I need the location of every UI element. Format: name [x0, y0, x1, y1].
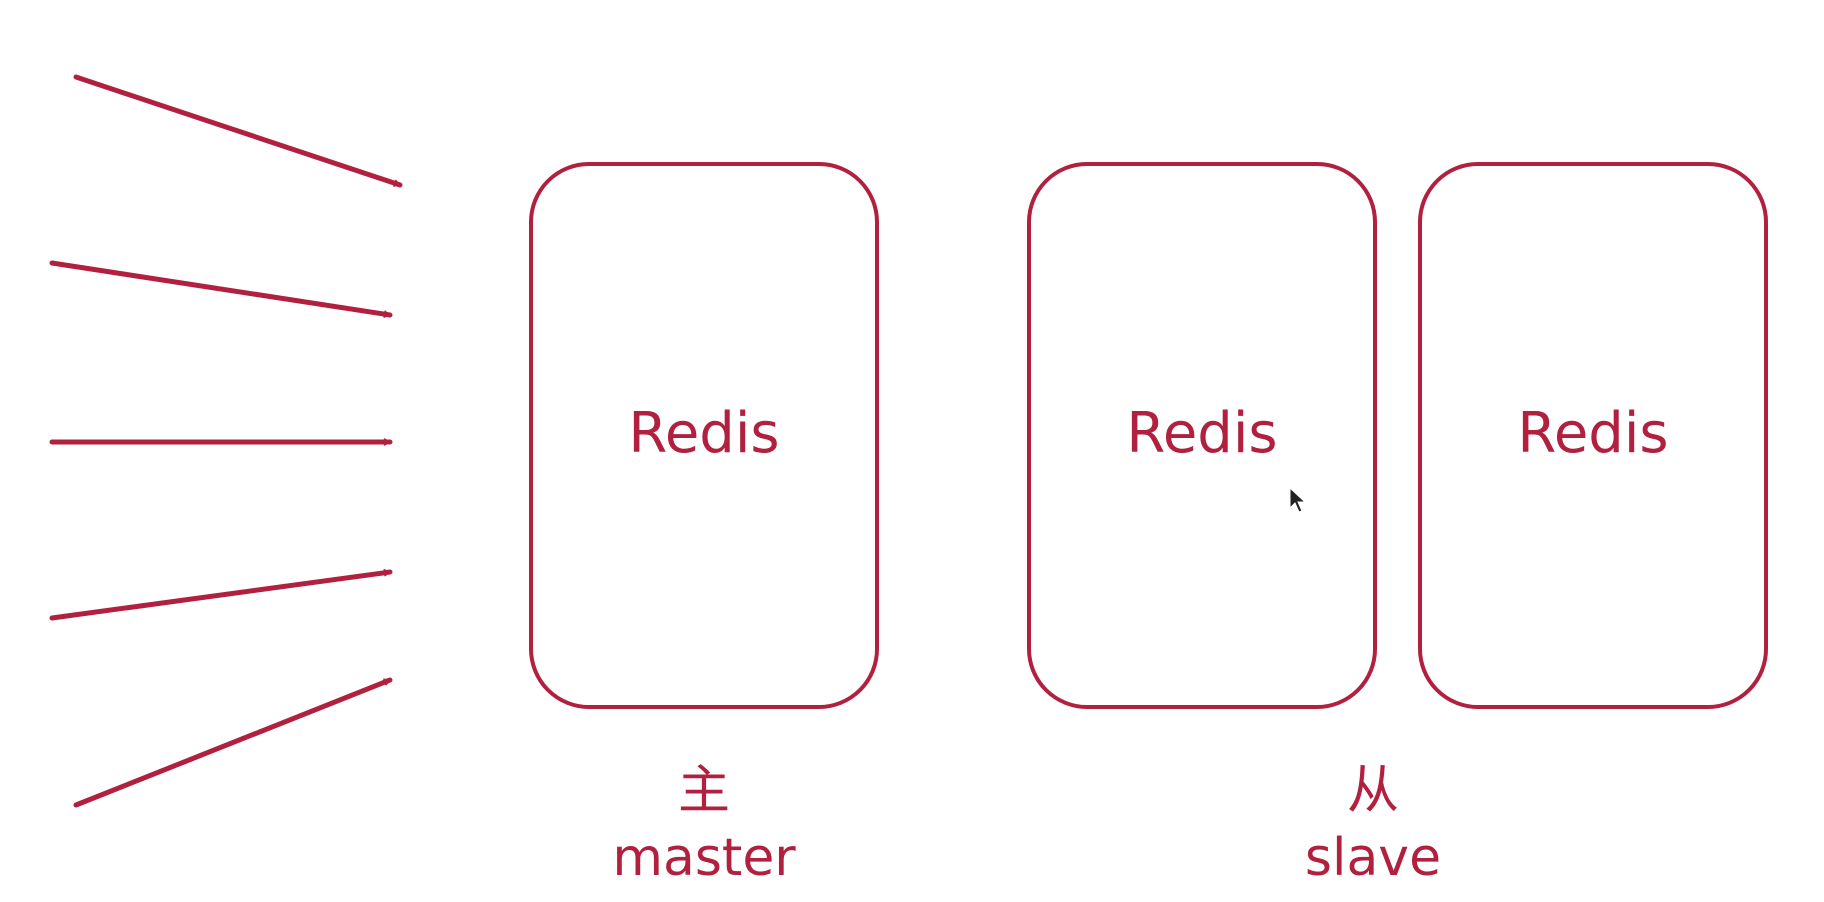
slave-node-2-label: Redis: [1517, 401, 1668, 466]
master-role-label: 主 master: [612, 761, 796, 888]
master-node-label: Redis: [628, 401, 779, 466]
slave-node-1-box: [1027, 162, 1377, 709]
arrow-1: [73, 74, 403, 188]
incoming-arrows: [49, 74, 403, 808]
slave-node-2-box: [1418, 162, 1768, 709]
master-node: Redis: [529, 162, 879, 709]
master-role-zh: 主: [678, 761, 730, 821]
slave-node-2: Redis: [1418, 162, 1768, 709]
master-node-box: [529, 162, 879, 709]
slave-role-en: slave: [1305, 828, 1441, 888]
slave-node-1-label: Redis: [1126, 401, 1277, 466]
mouse-cursor-icon: [1289, 486, 1307, 513]
arrow-2: [49, 260, 393, 315]
arrow-4: [49, 572, 393, 621]
master-role-en: master: [612, 828, 796, 888]
slave-role-zh: 从: [1347, 761, 1399, 821]
slave-role-label: 从 slave: [1305, 761, 1441, 888]
slave-node-1: Redis: [1027, 162, 1377, 709]
arrow-5: [73, 677, 393, 808]
